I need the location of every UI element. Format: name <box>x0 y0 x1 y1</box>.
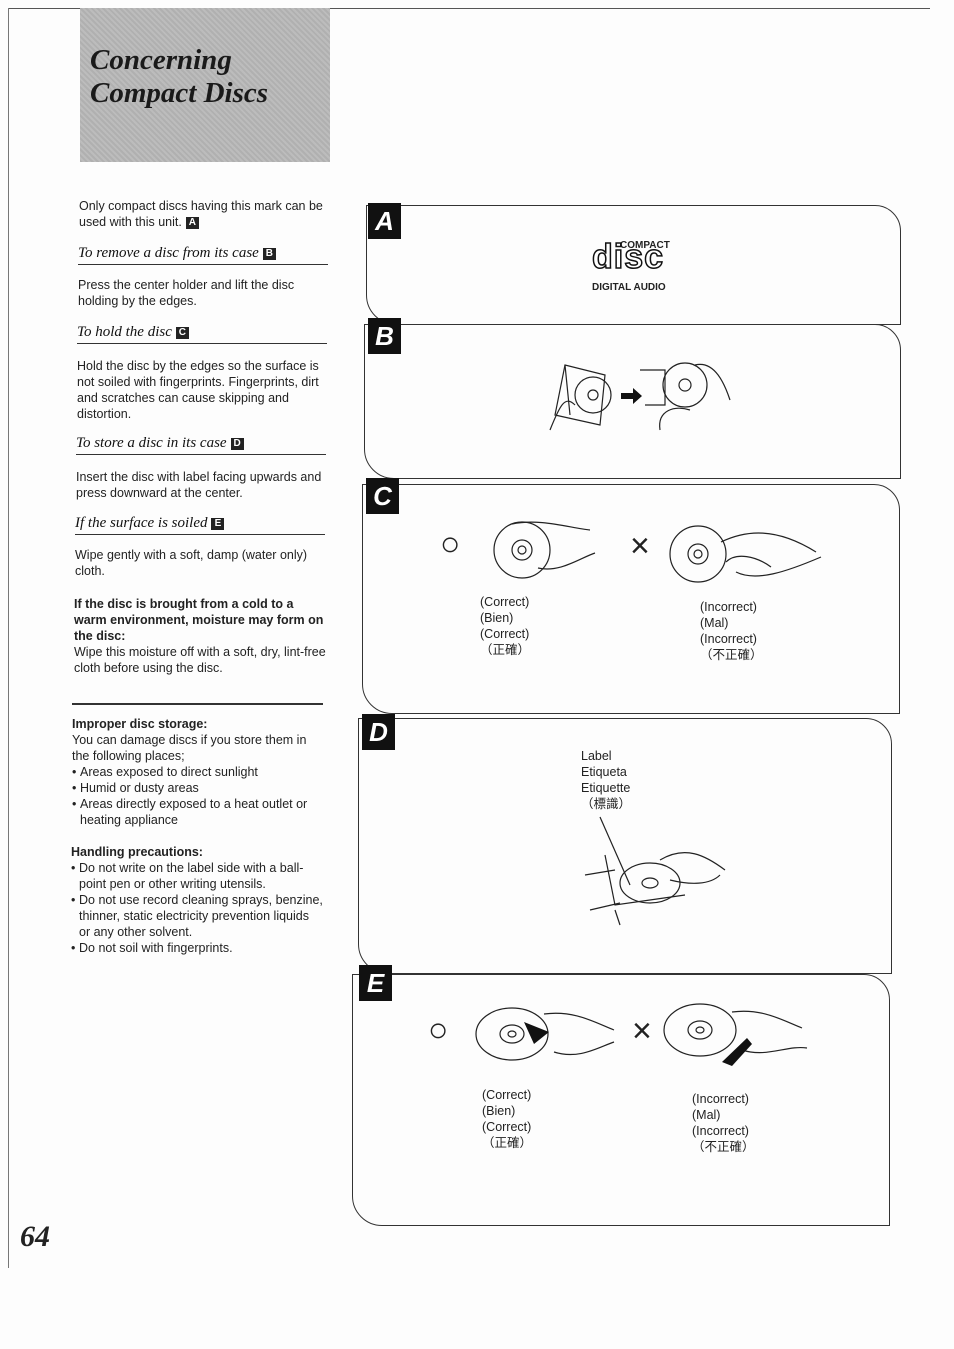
caption-line: (Correct) <box>480 595 530 609</box>
handling-heading: Handling precautions: <box>71 845 203 859</box>
storage-text: You can damage discs if you store them i… <box>72 733 307 763</box>
wipe-correct-illustration <box>475 1007 615 1061</box>
section-badge: C <box>175 327 189 339</box>
panel-e <box>352 974 890 1226</box>
panel-b-label: B <box>368 318 401 354</box>
caption-line: (Incorrect) <box>692 1092 749 1106</box>
moisture-note: If the disc is brought from a cold to a … <box>74 596 326 676</box>
panel-d <box>358 718 892 974</box>
caption-line: （不正確） <box>700 648 763 662</box>
page-title: Concerning Compact Discs <box>90 44 268 110</box>
list-item: Areas exposed to direct sunlight <box>72 764 324 780</box>
section-badge: B <box>262 248 276 260</box>
storage-list: Areas exposed to direct sunlight Humid o… <box>72 764 324 828</box>
caption-line: （標識） <box>581 797 632 811</box>
list-item: Areas directly exposed to a heat outlet … <box>72 796 324 828</box>
caption-line: (Correct) <box>482 1120 532 1134</box>
title-block: Concerning Compact Discs <box>80 8 330 162</box>
list-item: Humid or dusty areas <box>72 780 324 796</box>
caption-line: Etiqueta <box>581 765 627 779</box>
panel-e-label: E <box>359 965 392 1001</box>
incorrect-mark-c: × <box>630 527 650 565</box>
hold-correct-illustration <box>493 521 596 579</box>
caption-line: （不正確） <box>692 1140 755 1154</box>
caption-line: (Incorrect) <box>700 632 757 646</box>
panel-c <box>362 484 900 714</box>
incorrect-mark-e: × <box>632 1012 652 1050</box>
list-item: Do not write on the label side with a ba… <box>71 860 323 892</box>
section-heading-text: To hold the disc <box>77 324 172 340</box>
caption-line: Etiquette <box>581 781 631 795</box>
intro-text: Only compact discs having this mark can … <box>79 198 331 230</box>
divider <box>72 703 323 705</box>
moisture-text: Wipe this moisture off with a soft, dry,… <box>74 645 326 675</box>
handling-list: Do not write on the label side with a ba… <box>71 860 323 956</box>
caption-line: （正確） <box>482 1136 533 1150</box>
caption-correct-e: (Correct) (Bien) (Correct) （正確） <box>482 1087 532 1151</box>
page-frame-left <box>8 8 9 1268</box>
section-heading-text: To remove a disc from its case <box>78 245 259 261</box>
caption-line: Label <box>581 749 612 763</box>
panel-a-label: A <box>368 203 401 239</box>
caption-line: (Correct) <box>480 627 530 641</box>
handling-block: Handling precautions: Do not write on th… <box>71 844 323 956</box>
caption-line: （正確） <box>480 643 531 657</box>
panel-b <box>364 324 901 479</box>
remove-disc-illustration <box>549 362 731 431</box>
section-text-store: Insert the disc with label facing upward… <box>76 470 322 500</box>
label-caption: Label Etiqueta Etiquette （標識） <box>581 748 631 812</box>
list-item: Do not soil with fingerprints. <box>71 940 323 956</box>
title-line-1: Concerning <box>90 44 232 76</box>
compact-disc-logo: COMPACT disc DIGITAL AUDIO <box>590 237 682 296</box>
logo-bottom-text: DIGITAL AUDIO <box>592 282 666 293</box>
caption-line: (Bien) <box>480 611 514 625</box>
caption-line: (Bien) <box>482 1104 516 1118</box>
caption-line: (Correct) <box>482 1088 532 1102</box>
wipe-incorrect-illustration <box>663 1003 808 1066</box>
logo-disc-text: disc <box>591 237 665 277</box>
hold-incorrect-illustration <box>669 525 822 583</box>
panel-c-label: C <box>366 478 399 514</box>
panel-a <box>366 205 901 325</box>
section-badge: D <box>230 438 244 450</box>
section-heading-text: If the surface is soiled <box>75 515 208 531</box>
intro-badge: A <box>185 217 199 229</box>
moisture-heading: If the disc is brought from a cold to a … <box>74 597 324 643</box>
section-text-hold: Hold the disc by the edges so the surfac… <box>77 359 319 421</box>
caption-line: (Mal) <box>692 1108 721 1122</box>
logo-top-text: COMPACT <box>620 240 670 251</box>
correct-mark-c: ○ <box>440 525 461 563</box>
caption-correct-c: (Correct) (Bien) (Correct) （正確） <box>480 594 530 658</box>
caption-incorrect-c: (Incorrect) (Mal) (Incorrect) （不正確） <box>700 599 763 663</box>
intro-text-body: Only compact discs having this mark can … <box>79 199 323 229</box>
section-text-remove: Press the center holder and lift the dis… <box>78 278 295 308</box>
correct-mark-e: ○ <box>428 1011 449 1049</box>
store-disc-illustration <box>584 816 726 926</box>
section-text-soiled: Wipe gently with a soft, damp (water onl… <box>75 548 308 578</box>
section-badge: E <box>211 518 225 530</box>
caption-incorrect-e: (Incorrect) (Mal) (Incorrect) （不正確） <box>692 1091 755 1155</box>
caption-line: (Mal) <box>700 616 729 630</box>
title-line-2: Compact Discs <box>90 77 269 109</box>
caption-line: (Incorrect) <box>700 600 757 614</box>
caption-line: (Incorrect) <box>692 1124 749 1138</box>
storage-block: Improper disc storage: You can damage di… <box>72 716 324 828</box>
page-number: 64 <box>20 1220 50 1253</box>
section-heading-text: To store a disc in its case <box>76 435 227 451</box>
panel-d-label: D <box>362 714 395 750</box>
list-item: Do not use record cleaning sprays, benzi… <box>71 892 323 940</box>
page-frame-top <box>8 8 930 9</box>
storage-heading: Improper disc storage: <box>72 717 208 731</box>
